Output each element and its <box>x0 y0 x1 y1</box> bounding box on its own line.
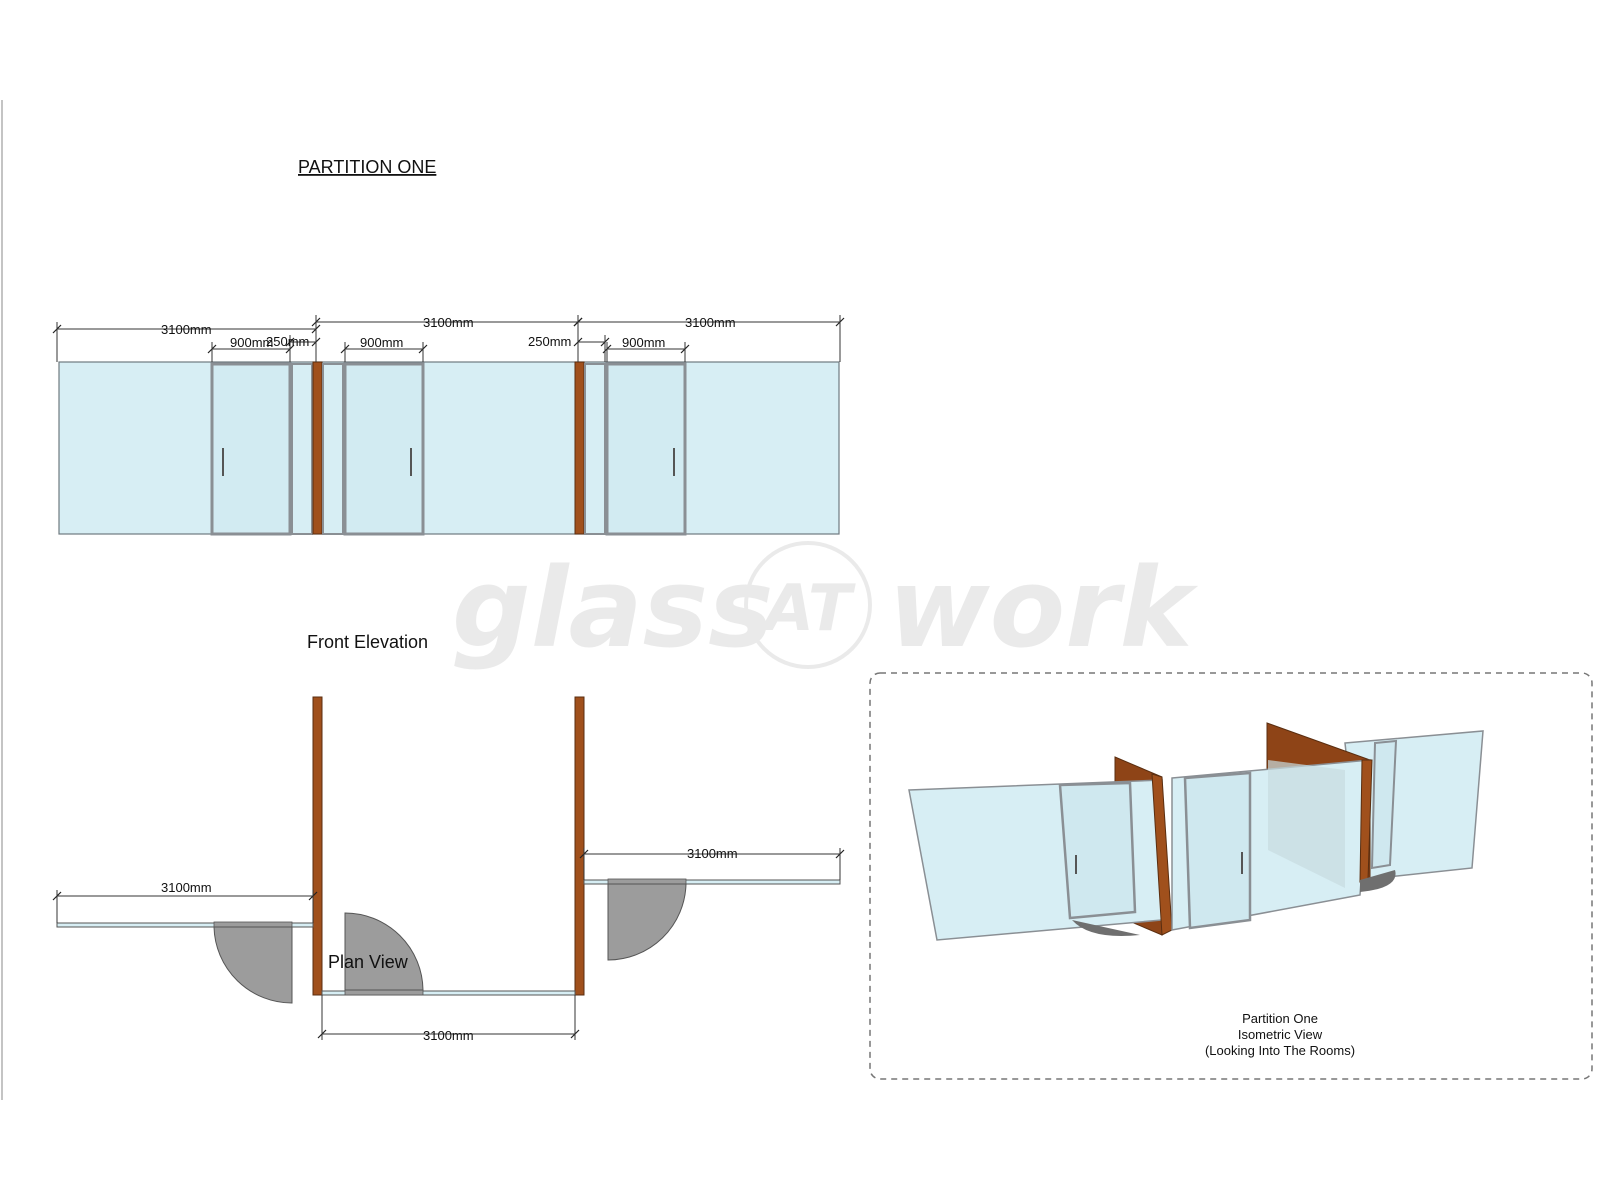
plan-view: 3100mm 3100mm 3100mm Plan View <box>52 696 845 1043</box>
plan-dim-label-middle: 3100mm <box>423 1028 474 1043</box>
iso-door-far-right <box>1370 739 1398 870</box>
sidelight-1 <box>291 363 313 535</box>
watermark-right: work <box>888 544 1198 672</box>
iso-door-left <box>1058 781 1137 920</box>
door-1-frame <box>210 362 292 536</box>
dim-label-post1: 250mm <box>266 334 309 349</box>
sidelight-2 <box>322 363 344 535</box>
iso-door-far-right-swing <box>1360 870 1396 892</box>
isometric-frame <box>869 672 1593 1080</box>
iso-door-left-swing <box>1072 920 1140 936</box>
isometric-view: Partition One Isometric View (Looking In… <box>869 672 1593 1080</box>
plan-glass-right <box>583 879 841 885</box>
iso-caption-line1: Partition One <box>1242 1011 1318 1026</box>
plan-door-leaf-left <box>213 921 293 928</box>
dim-label-post2: 250mm <box>528 334 571 349</box>
iso-glass-inner-shade <box>1268 760 1345 888</box>
sidelight-3 <box>584 363 606 535</box>
dim-label-door1: 900mm <box>230 335 273 350</box>
post-2 <box>574 361 585 535</box>
watermark-left: glass <box>452 544 774 672</box>
iso-caption-line2: Isometric View <box>1238 1027 1323 1042</box>
dim-label-bay2: 3100mm <box>423 315 474 330</box>
post-1 <box>312 361 323 535</box>
plan-post-right <box>574 696 585 996</box>
front-elevation: 3100mm 3100mm 3100mm 900mm 250mm 900mm 2… <box>52 315 845 652</box>
front-elevation-label: Front Elevation <box>307 632 428 652</box>
plan-view-label: Plan View <box>328 952 409 972</box>
plan-door-leaf-right <box>607 878 687 885</box>
plan-post-left <box>312 696 323 996</box>
iso-door-middle <box>1183 771 1252 930</box>
plan-door-leaf-middle <box>344 989 424 996</box>
plan-door-swing-left <box>213 926 293 1004</box>
watermark-badge-ring <box>744 541 872 669</box>
page-title: PARTITION ONE <box>298 157 436 177</box>
dim-label-bay1: 3100mm <box>161 322 212 337</box>
dim-label-door2: 900mm <box>360 335 403 350</box>
plan-glass-middle <box>321 990 576 996</box>
iso-caption-line3: (Looking Into The Rooms) <box>1205 1043 1355 1058</box>
door-3-frame <box>605 362 687 536</box>
plan-dim-label-left: 3100mm <box>161 880 212 895</box>
watermark: glass AT work <box>452 541 1198 672</box>
watermark-badge: AT <box>759 572 855 646</box>
plan-dim-label-right: 3100mm <box>687 846 738 861</box>
plan-glass-left <box>56 922 314 928</box>
dim-label-door3: 900mm <box>622 335 665 350</box>
elevation-glass-panel <box>58 361 840 535</box>
plan-door-swing-right <box>607 883 687 961</box>
plan-door-swing-middle <box>344 912 424 991</box>
dim-label-bay3: 3100mm <box>685 315 736 330</box>
